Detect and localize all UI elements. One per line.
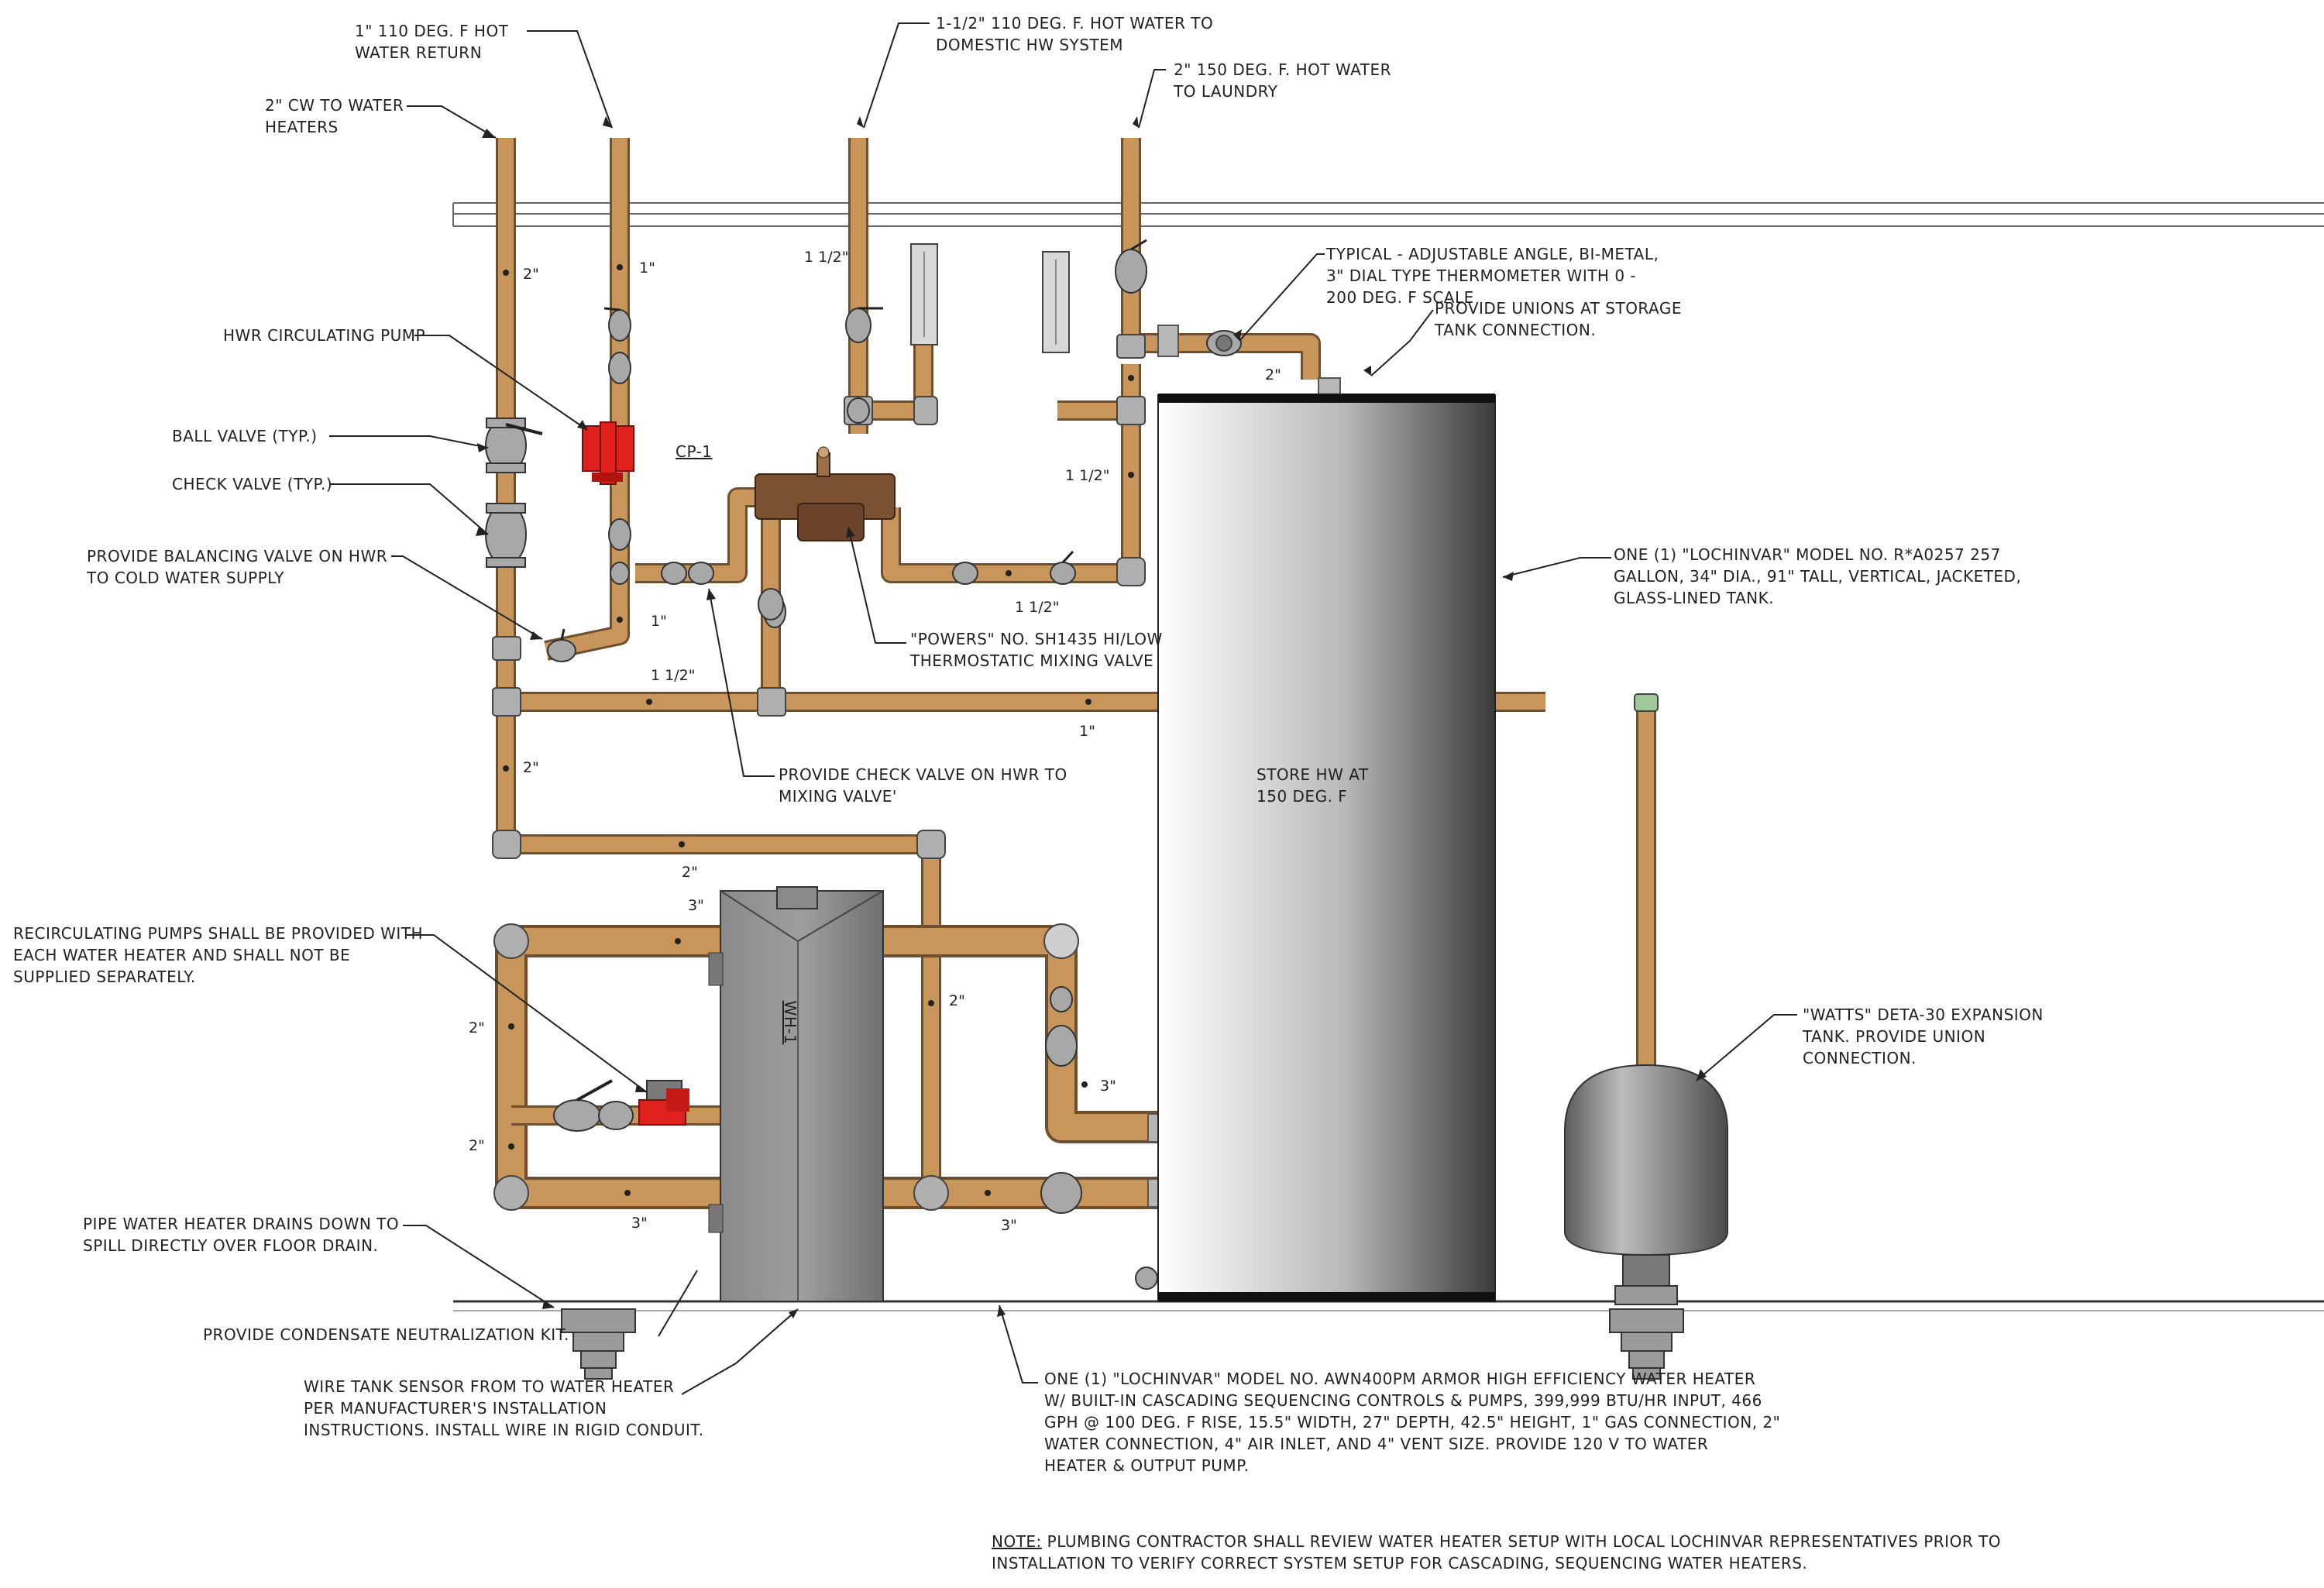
pipe-size-labels: 2" 1" 1 1/2" 2" 1 1/2" 1 1/2" 1" 1 1/2" … — [469, 249, 1281, 1234]
equipment-tags: CP-1 WH-1 — [676, 442, 799, 1044]
general-note: NOTE: PLUMBING CONTRACTOR SHALL REVIEW W… — [992, 1532, 2006, 1573]
pipe-size: 3" — [688, 897, 704, 914]
label-hwr-pump: HWR CIRCULATING PUMP — [223, 326, 425, 345]
floor-line — [453, 1300, 2324, 1311]
thermostatic-mixing-valve — [755, 446, 896, 541]
water-heater — [708, 886, 884, 1302]
ceiling-lines — [452, 202, 2324, 227]
pipe-size: 2" — [469, 1137, 485, 1154]
label-ball-valve: BALL VALVE (TYP.) — [172, 427, 318, 445]
storage-tank — [1157, 394, 1496, 1302]
label-drains: PIPE WATER HEATER DRAINS DOWN TO SPILL D… — [83, 1215, 404, 1255]
leader-arrowheads — [476, 116, 1707, 1318]
label-neutralization: PROVIDE CONDENSATE NEUTRALIZATION KIT. — [203, 1325, 569, 1344]
label-hw-to-domestic: 1-1/2" 110 DEG. F. HOT WATER TO DOMESTIC… — [936, 14, 1219, 54]
pipe-size: 1" — [1079, 723, 1095, 740]
label-tank-sensor: WIRE TANK SENSOR FROM TO WATER HEATER PE… — [304, 1377, 704, 1439]
label-cw-to-heaters: 2" CW TO WATER HEATERS — [265, 96, 409, 136]
pipe-size: 2" — [682, 864, 698, 881]
pipe-size: 3" — [1001, 1217, 1017, 1234]
hwr-circulating-pump — [582, 421, 634, 485]
label-thermometer: TYPICAL - ADJUSTABLE ANGLE, BI-METAL, 3"… — [1325, 245, 1664, 307]
label-mixing-valve: "POWERS" NO. SH1435 HI/LOW THERMOSTATIC … — [909, 630, 1168, 670]
label-hw-to-laundry: 2" 150 DEG. F. HOT WATER TO LAUNDRY — [1173, 60, 1397, 101]
label-hw-return: 1" 110 DEG. F HOT WATER RETURN — [355, 22, 514, 62]
pipe-size: 2" — [469, 1019, 485, 1036]
pipe-size: 1" — [639, 260, 655, 277]
label-expansion-tank: "WATTS" DETA-30 EXPANSION TANK. PROVIDE … — [1802, 1005, 2049, 1067]
annotation-texts: 2" CW TO WATER HEATERS 1" 110 DEG. F HOT… — [13, 14, 2049, 1573]
pipe-size: 1 1/2" — [651, 667, 695, 684]
tag-cp-1: CP-1 — [676, 442, 713, 461]
label-recirc-pumps: RECIRCULATING PUMPS SHALL BE PROVIDED WI… — [13, 924, 428, 986]
label-check-valve: CHECK VALVE (TYP.) — [172, 475, 332, 493]
thermometers — [910, 243, 1232, 353]
label-storage-tank: ONE (1) "LOCHINVAR" MODEL NO. R*A0257 25… — [1614, 545, 2027, 607]
pipe-size: 1" — [651, 613, 667, 630]
recirculating-pump — [638, 1080, 689, 1126]
leader-lines — [329, 22, 1797, 1395]
valves — [485, 239, 1242, 1290]
pipe-size: 2" — [523, 759, 539, 776]
pipe-size: 2" — [1265, 366, 1281, 383]
pipe-size: 2" — [949, 992, 965, 1009]
label-balancing-valve: PROVIDE BALANCING VALVE ON HWR TO COLD W… — [86, 547, 393, 587]
expansion-tank — [1564, 1064, 1728, 1305]
pipe-fittings — [492, 334, 1659, 1211]
pipe-size: 1 1/2" — [1015, 599, 1059, 616]
floor-drains — [561, 1308, 1684, 1380]
label-check-valve-mixing: PROVIDE CHECK VALVE ON HWR TO MIXING VAL… — [779, 765, 1073, 806]
pipe-size: 3" — [1100, 1078, 1116, 1095]
label-store-hw: STORE HW AT 150 DEG. F — [1257, 765, 1373, 806]
label-water-heater: ONE (1) "LOCHINVAR" MODEL NO. AWN400PM A… — [1044, 1370, 1786, 1475]
pipe-size: 3" — [631, 1215, 648, 1232]
pipe-size: 1 1/2" — [804, 249, 848, 266]
pipe-size: 2" — [523, 266, 539, 283]
label-unions: PROVIDE UNIONS AT STORAGE TANK CONNECTIO… — [1434, 299, 1687, 339]
tag-wh-1: WH-1 — [781, 1001, 799, 1045]
pipe-size: 1 1/2" — [1065, 467, 1109, 484]
